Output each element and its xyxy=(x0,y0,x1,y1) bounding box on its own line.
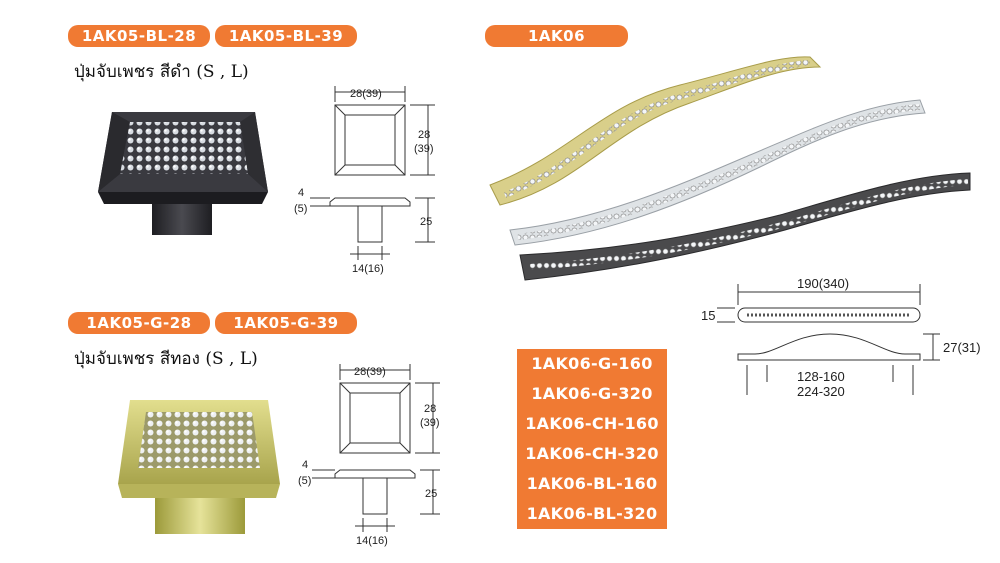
dim-flange: 4 xyxy=(302,459,308,471)
tag-1ak06: 1AK06 xyxy=(485,25,628,47)
code-1ak06-g-160: 1AK06-G-160 xyxy=(531,354,653,373)
dim-height-alt: (39) xyxy=(414,143,434,155)
dim-flange: 4 xyxy=(298,187,304,199)
black-knob-image xyxy=(98,112,268,235)
dim-thickness: 15 xyxy=(701,308,715,323)
product-code-list: 1AK06-G-160 1AK06-G-320 1AK06-CH-160 1AK… xyxy=(517,349,667,529)
dim-height: 28 xyxy=(424,403,436,415)
dim-length: 190(340) xyxy=(797,276,849,291)
code-1ak06-ch-160: 1AK06-CH-160 xyxy=(525,414,659,433)
tag-1ak05-bl-39: 1AK05-BL-39 xyxy=(215,25,357,47)
dim-base: 14(16) xyxy=(356,535,388,547)
tag-1ak05-g-28: 1AK05-G-28 xyxy=(68,312,210,334)
dim-flange-alt: (5) xyxy=(294,203,307,215)
black-knob-description: ปุ่มจับเพชร สีดำ (S , L) xyxy=(74,62,249,82)
handle-dimension-drawing: 190(340) 15 27(31) 128-160 224-320 xyxy=(701,276,981,399)
dim-height: 27(31) xyxy=(943,340,981,355)
dim-width: 28(39) xyxy=(350,88,382,100)
dim-depth: 25 xyxy=(425,488,437,500)
dim-depth: 25 xyxy=(420,216,432,228)
dim-height-alt: (39) xyxy=(420,417,440,429)
dim-height: 28 xyxy=(418,129,430,141)
gold-knob-image xyxy=(118,400,280,534)
gold-knob-description: ปุ่มจับเพชร สีทอง (S , L) xyxy=(74,349,258,369)
code-1ak06-bl-320: 1AK06-BL-320 xyxy=(526,504,658,523)
code-1ak06-ch-320: 1AK06-CH-320 xyxy=(525,444,659,463)
black-knob-dimension-drawing: 28(39) 28 (39) 4 (5) 25 14(16) xyxy=(294,86,435,275)
curved-handles-image xyxy=(489,56,971,281)
dim-hole-small: 128-160 xyxy=(797,369,845,384)
code-1ak06-bl-160: 1AK06-BL-160 xyxy=(526,474,658,493)
gold-knob-dimension-drawing: 28(39) 28 (39) 4 (5) 25 14(16) xyxy=(298,364,440,547)
code-1ak06-g-320: 1AK06-G-320 xyxy=(531,384,653,403)
dim-width: 28(39) xyxy=(354,366,386,378)
tag-1ak05-bl-28: 1AK05-BL-28 xyxy=(68,25,210,47)
dim-base: 14(16) xyxy=(352,263,384,275)
dim-hole-large: 224-320 xyxy=(797,384,845,399)
dim-flange-alt: (5) xyxy=(298,475,311,487)
tag-1ak05-g-39: 1AK05-G-39 xyxy=(215,312,357,334)
